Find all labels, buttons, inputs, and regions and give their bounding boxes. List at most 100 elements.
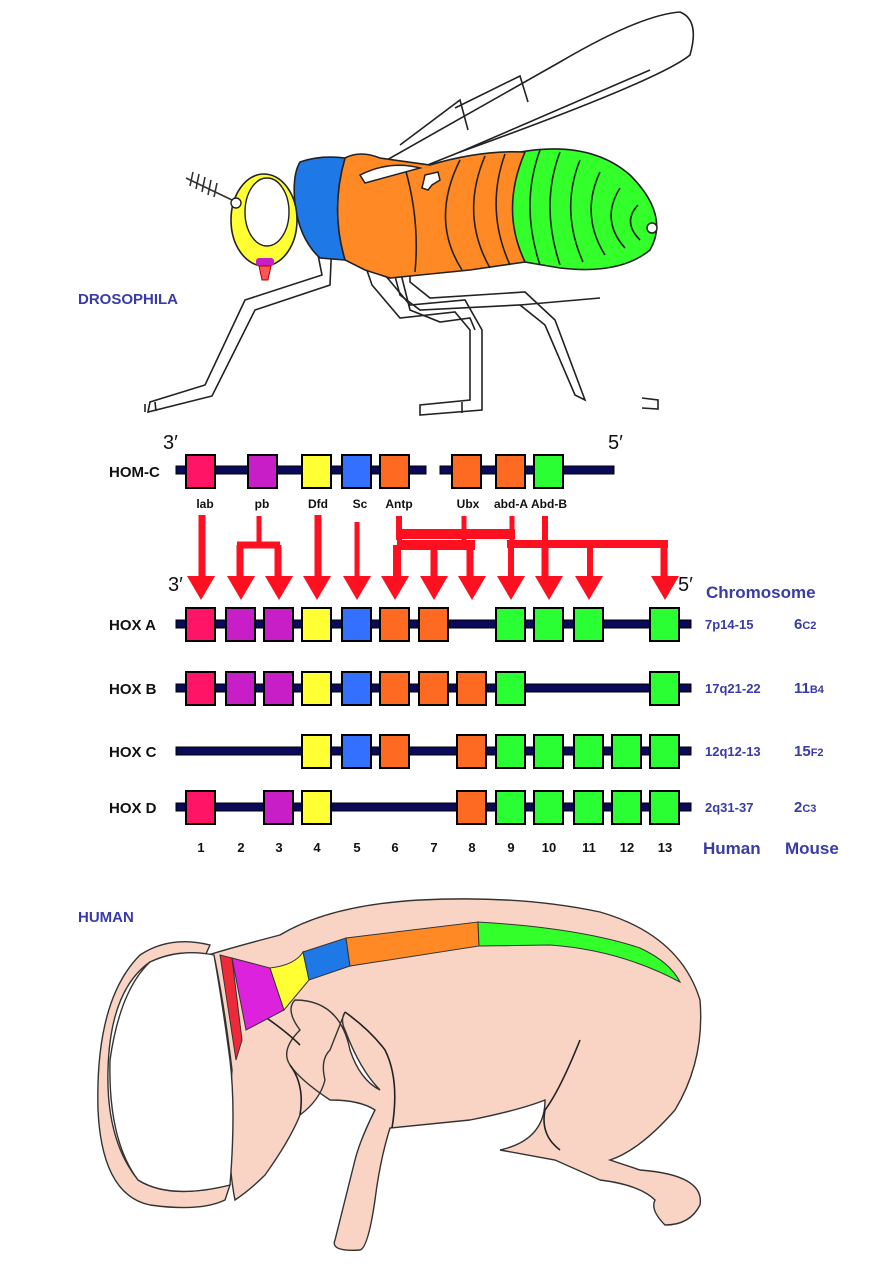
hox-gene-box-1 <box>185 607 216 642</box>
homc-chromosome-right <box>439 465 615 475</box>
hox-cluster-label: HOX A <box>109 617 156 634</box>
hox-gene-box-5 <box>341 607 372 642</box>
hox-gene-box-3 <box>263 671 294 706</box>
hox-gene-box-7 <box>418 607 449 642</box>
hox-gene-box-1 <box>185 790 216 825</box>
arrow-head <box>187 576 215 600</box>
arrow-head <box>651 576 679 600</box>
hox-gene-box-11 <box>573 790 604 825</box>
homc-3prime-label: 3′ <box>163 432 178 454</box>
homc-gene-label: pb <box>255 497 270 511</box>
hox-gene-box-12 <box>611 734 642 769</box>
hox-gene-box-4 <box>301 790 332 825</box>
hox-cluster-label: HOX C <box>109 744 157 761</box>
mouse-chromosome-location: 15F2 <box>794 743 824 760</box>
fly-mouth-purple <box>256 258 274 266</box>
homc-gene-label: Abd-B <box>531 497 567 511</box>
paralog-number: 4 <box>313 840 321 855</box>
paralog-number: 3 <box>275 840 282 855</box>
footer-human: Human <box>703 839 761 858</box>
hox-gene-box-6 <box>379 607 410 642</box>
hox-gene-box-9 <box>495 734 526 769</box>
paralog-number: 7 <box>430 840 437 855</box>
fly-thorax-blue <box>293 156 347 261</box>
mouse-chromosome-location: 6C2 <box>794 616 816 633</box>
drosophila-illustration: DROSOPHILA <box>78 11 695 416</box>
hox-clusters: 3′ 5′ Chromosome Human Mouse HOX A 7p14-1… <box>109 574 839 858</box>
hox-gene-box-4 <box>301 734 332 769</box>
human-chromosome-location: 17q21-22 <box>705 681 761 696</box>
paralog-number: 9 <box>507 840 514 855</box>
spine-region-red <box>219 954 243 1061</box>
fly-legs <box>144 239 659 416</box>
hox-gene-box-10 <box>533 790 564 825</box>
human-chromosome-location: 12q12-13 <box>705 744 761 759</box>
fly-antenna <box>185 171 233 201</box>
paralog-number: 5 <box>353 840 360 855</box>
arrow-head <box>343 576 371 600</box>
hox-gene-box-12 <box>611 790 642 825</box>
mouse-chromosome-location: 11B4 <box>794 680 825 697</box>
arrow-head <box>458 576 486 600</box>
hox-gene-box-4 <box>301 671 332 706</box>
hox-gene-box-11 <box>573 607 604 642</box>
paralog-number: 10 <box>542 840 556 855</box>
hox-gene-box-6 <box>379 671 410 706</box>
hox-5prime-label: 5′ <box>678 574 693 596</box>
hox-gene-box-8 <box>456 671 487 706</box>
arrow-head <box>265 576 293 600</box>
arrow-head <box>303 576 331 600</box>
hox-gene-box-10 <box>533 734 564 769</box>
hox-gene-box-7 <box>418 671 449 706</box>
hox-gene-box-13 <box>649 671 680 706</box>
paralog-number: 6 <box>391 840 398 855</box>
hox-gene-box-9 <box>495 607 526 642</box>
homc-gene-Dfd <box>301 454 332 489</box>
hox-cluster-label: HOX D <box>109 800 157 817</box>
arrow-head <box>497 576 525 600</box>
homc-gene-label: abd-A <box>494 497 528 511</box>
paralog-number: 8 <box>468 840 475 855</box>
homc-gene-label: lab <box>196 497 213 511</box>
chromosome-header: Chromosome <box>706 583 816 602</box>
homc-gene-Abd-B <box>533 454 564 489</box>
hox-gene-box-13 <box>649 790 680 825</box>
hox-gene-box-6 <box>379 734 410 769</box>
hox-gene-box-13 <box>649 607 680 642</box>
drosophila-label: DROSOPHILA <box>78 291 178 308</box>
embryo-head-outline <box>97 940 232 1209</box>
arrow-head <box>381 576 409 600</box>
paralog-number: 2 <box>237 840 244 855</box>
hox-gene-box-9 <box>495 671 526 706</box>
homc-gene-Sc <box>341 454 372 489</box>
hox-gene-box-9 <box>495 790 526 825</box>
homology-arrows <box>187 515 679 600</box>
homc-5prime-label: 5′ <box>608 432 623 454</box>
homc-gene-label: Dfd <box>308 497 328 511</box>
hox-cluster-label: HOX B <box>109 681 157 698</box>
arrow-head <box>420 576 448 600</box>
spine-region-green <box>477 921 682 984</box>
hox-gene-box-8 <box>456 734 487 769</box>
paralog-number: 11 <box>582 840 596 855</box>
hox-gene-box-4 <box>301 607 332 642</box>
hox-gene-box-3 <box>263 790 294 825</box>
footer-mouse: Mouse <box>785 839 839 858</box>
hox-3prime-label: 3′ <box>168 574 183 596</box>
hox-gene-box-5 <box>341 671 372 706</box>
paralog-number: 1 <box>197 840 204 855</box>
arrow-head <box>535 576 563 600</box>
homc-gene-label: Ubx <box>457 497 480 511</box>
hox-gene-box-8 <box>456 790 487 825</box>
homc-gene-label: Sc <box>353 497 368 511</box>
homc-gene-lab <box>185 454 216 489</box>
fly-mouth-red <box>258 265 272 281</box>
human-chromosome-location: 2q31-37 <box>705 800 753 815</box>
hox-gene-box-2 <box>225 607 256 642</box>
hox-gene-box-3 <box>263 607 294 642</box>
homc-gene-abd-A <box>495 454 526 489</box>
arrow-head <box>227 576 255 600</box>
homc-gene-Ubx <box>451 454 482 489</box>
human-chromosome-location: 7p14-15 <box>705 617 753 632</box>
